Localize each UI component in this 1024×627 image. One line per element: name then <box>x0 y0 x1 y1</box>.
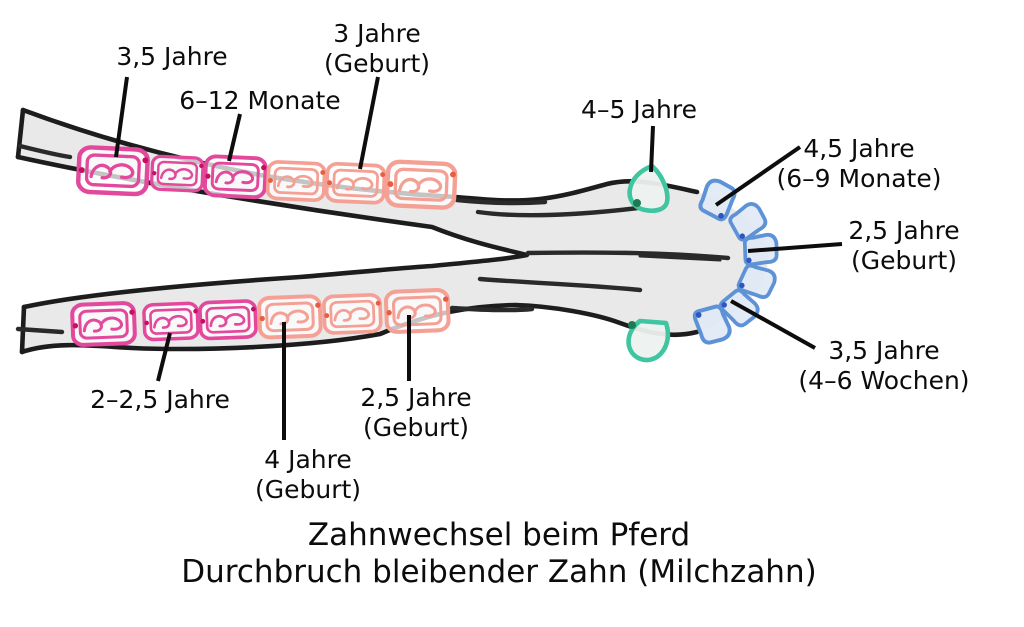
label-line: 4 Jahre <box>264 445 352 474</box>
leader-corner-incisor <box>714 145 802 207</box>
label-upper-cheek-tooth-3: 6–12 Monate <box>179 86 340 116</box>
figure-title-line1: Zahnwechsel beim Pferd <box>307 517 691 553</box>
label-line: 2–2,5 Jahre <box>90 385 230 414</box>
label-line: (Geburt) <box>362 412 470 442</box>
figure-title-line2: Durchbruch bleibender Zahn (Milchzahn) <box>181 554 817 591</box>
label-lower-cheek-tooth-6: 2,5 Jahre (Geburt) <box>360 383 471 442</box>
leader-upper-cheek-2 <box>114 76 129 158</box>
leader-upper-cheek-3 <box>227 113 242 162</box>
label-line: (Geburt) <box>254 474 362 504</box>
label-lower-cheek-tooth-2: 2–2,5 Jahre <box>90 385 230 415</box>
label-line: 2,5 Jahre <box>360 383 472 412</box>
label-line: (Geburt) <box>323 48 431 78</box>
leader-lines <box>114 76 843 440</box>
leader-lower-cheek-2 <box>156 332 172 382</box>
label-line: 4–5 Jahre <box>581 95 697 124</box>
figure-title: Zahnwechsel beim Pferd Durchbruch bleibe… <box>181 517 816 591</box>
label-upper-cheek-tooth-5: 3 Jahre (Geburt) <box>324 19 430 78</box>
leader-canine <box>649 125 655 173</box>
label-upper-cheek-tooth-2: 3,5 Jahre <box>116 42 227 72</box>
leader-upper-cheek-5 <box>358 76 380 170</box>
label-central-incisor: 2,5 Jahre (Geburt) <box>848 216 959 275</box>
label-lower-cheek-tooth-4: 4 Jahre (Geburt) <box>255 445 361 504</box>
label-line: 2,5 Jahre <box>848 216 960 245</box>
label-line: 4,5 Jahre <box>803 134 915 163</box>
label-line: (6–9 Monate) <box>776 163 942 193</box>
label-line: (4–6 Wochen) <box>798 365 970 395</box>
leader-middle-incisor <box>730 299 816 350</box>
label-line: 3,5 Jahre <box>828 336 940 365</box>
label-line: 6–12 Monate <box>179 86 341 115</box>
label-line: (Geburt) <box>850 245 958 275</box>
bone-detail-lines <box>15 143 731 335</box>
label-canine-tooth: 4–5 Jahre <box>581 95 697 125</box>
leader-central-incisor <box>747 242 843 253</box>
label-corner-incisor: 4,5 Jahre (6–9 Monate) <box>777 134 942 193</box>
upper-canine-tooth <box>627 163 670 214</box>
label-line: 3 Jahre <box>333 19 421 48</box>
label-line: 3,5 Jahre <box>116 42 228 71</box>
lower-canine-tooth <box>626 318 671 363</box>
label-middle-incisor: 3,5 Jahre (4–6 Wochen) <box>798 336 969 395</box>
